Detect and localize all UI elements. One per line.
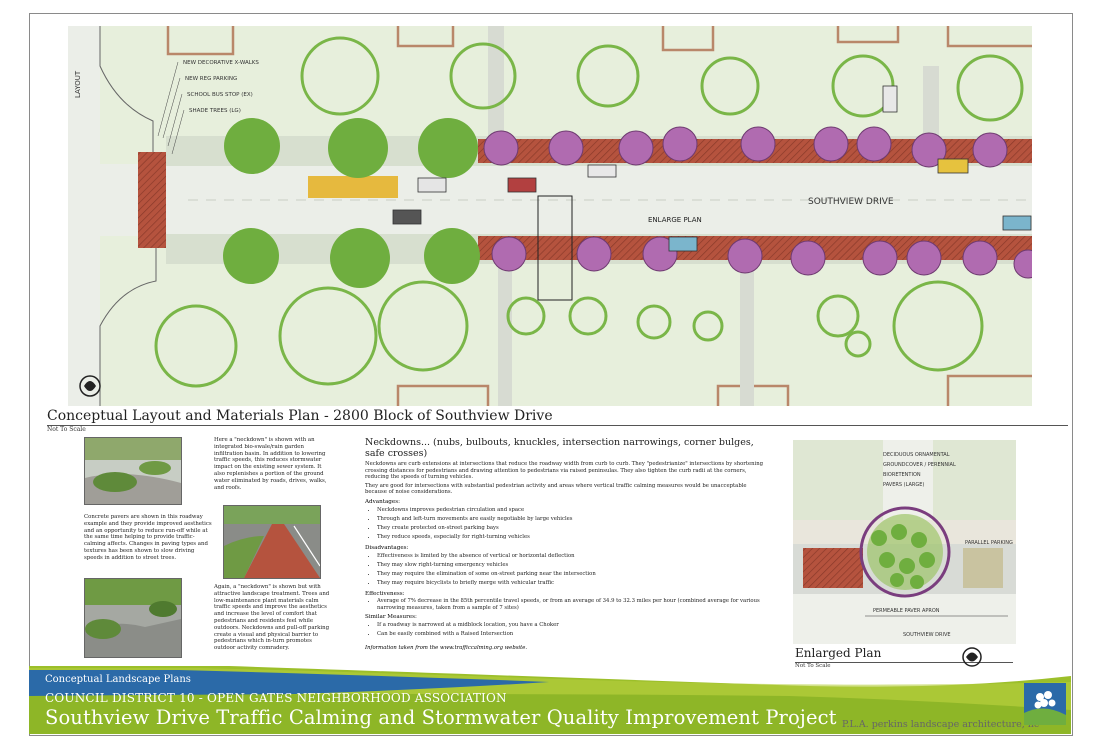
legend-item: SCHOOL BUS STOP (EX) — [187, 92, 253, 98]
list-item: They may require the elimination of some… — [377, 570, 770, 579]
shade-trees — [223, 118, 480, 288]
note-label: PERMEABLE PAVER APRON — [873, 608, 940, 614]
legend-item: NEW DECORATIVE X-WALKS — [183, 60, 259, 66]
north-arrow-icon — [962, 647, 982, 667]
title-band — [29, 666, 1071, 734]
legend-item: SHADE TREES (LG) — [189, 108, 241, 114]
caption-bioswale: Here a "neckdown" is shown with an integ… — [214, 437, 327, 491]
ornamental-trees — [483, 126, 1032, 279]
firm-name: P.L.A. perkins landscape architecture, l… — [842, 719, 1040, 730]
note-label: DECIDUOUS ORNAMENTAL — [883, 452, 950, 458]
enlarged-rule — [795, 662, 1013, 663]
list-item: They may slow right-turning emergency ve… — [377, 561, 770, 570]
effectiveness-heading: Effectiveness: — [365, 590, 405, 597]
ornamental-canopy — [859, 506, 951, 598]
source-note: Information taken from the www.trafficca… — [365, 645, 528, 652]
titleblock-line1: Conceptual Landscape Plans — [45, 674, 191, 685]
list-item: Average of 7% decrease in the 85th perce… — [377, 598, 770, 611]
neckdowns-intro: Neckdowns are curb extensions at interse… — [365, 461, 763, 481]
caption-pavers: Concrete pavers are shown in this roadwa… — [84, 514, 212, 561]
plan-title: Conceptual Layout and Materials Plan - 2… — [47, 408, 553, 424]
effectiveness-list: Average of 7% decrease in the 85th perce… — [365, 598, 770, 611]
advantages-heading: Advantages: — [365, 498, 400, 505]
photo-paver-road — [223, 505, 321, 579]
site-plan: ENLARGE PLAN SOUTHVIEW DRIVE LAYOUT — [68, 26, 1032, 406]
caption-landscape-neckdown: Again, a "neckdown" is shown but with at… — [214, 584, 330, 652]
layout-label: LAYOUT — [74, 70, 82, 98]
note-label: PAVERS (LARGE) — [883, 482, 924, 488]
enlarged-plan-title: Enlarged Plan — [795, 646, 882, 660]
list-item: They create protected on-street parking … — [377, 524, 770, 533]
neckdowns-title: Neckdowns... (nubs, bulbouts, knuckles, … — [365, 437, 754, 459]
school-bus-stop — [308, 176, 398, 198]
groundcover-plants — [871, 524, 935, 589]
similar-list: If a roadway is narrowed at a midblock l… — [365, 621, 770, 639]
photo-landscape-neckdown — [84, 578, 182, 658]
note-label: GROUNDCOVER / PERENNIAL — [883, 462, 956, 468]
project-title: Southview Drive Traffic Calming and Stor… — [45, 706, 837, 729]
list-item: Through and left-turn movements are easi… — [377, 515, 770, 524]
disadvantages-heading: Disadvantages: — [365, 544, 409, 551]
advantages-list: Neckdowns improves pedestrian circulatio… — [365, 506, 770, 542]
neckdowns-section: Neckdowns... (nubs, bulbouts, knuckles, … — [365, 437, 770, 651]
titleblock-line2: COUNCIL DISTRICT 10 - OPEN GATES NEIGHBO… — [45, 691, 507, 705]
lawn-tree-canopies — [154, 36, 1024, 388]
photo-bioswale-neckdown — [84, 437, 182, 505]
disadvantages-list: Effectiveness is limited by the absence … — [365, 552, 770, 588]
list-item: Effectiveness is limited by the absence … — [377, 552, 770, 561]
legend-item: NEW REG PARKING — [185, 76, 237, 82]
list-item: If a roadway is narrowed at a midblock l… — [377, 621, 770, 630]
north-arrow-icon — [79, 375, 101, 397]
neckdowns-usage: They are good for intersections with sub… — [365, 482, 747, 496]
plan-legend: NEW DECORATIVE X-WALKS NEW REG PARKING S… — [183, 60, 259, 114]
street-label: SOUTHVIEW DRIVE — [808, 197, 894, 207]
cross-street — [68, 26, 100, 406]
firm-logo-icon — [1024, 683, 1066, 725]
note-label: BIORETENTION — [883, 472, 921, 478]
list-item: They reduce speeds, especially for right… — [377, 533, 770, 542]
crosswalk-west — [138, 152, 166, 248]
list-item: Can be easily combined with a Raised Int… — [377, 630, 770, 639]
parked-cars — [392, 85, 1032, 252]
enlarge-label: ENLARGE PLAN — [648, 216, 702, 224]
enlarged-scale: Not To Scale — [795, 663, 831, 669]
note-label: SOUTHVIEW DRIVE — [903, 632, 951, 638]
note-label: PARALLEL PARKING — [965, 540, 1013, 546]
title-rule — [47, 425, 1068, 426]
plan-scale: Not To Scale — [47, 426, 86, 433]
enlarged-paver-area — [803, 548, 863, 588]
list-item: Neckdowns improves pedestrian circulatio… — [377, 506, 770, 515]
enlarged-notes: DECIDUOUS ORNAMENTAL GROUNDCOVER / PEREN… — [873, 452, 1013, 638]
enlarge-plan-box — [537, 195, 573, 301]
list-item: They may require bicyclists to briefly m… — [377, 579, 770, 588]
enlarged-plan-drawing: DECIDUOUS ORNAMENTAL GROUNDCOVER / PEREN… — [793, 440, 1016, 644]
similar-heading: Similar Measures: — [365, 614, 417, 621]
